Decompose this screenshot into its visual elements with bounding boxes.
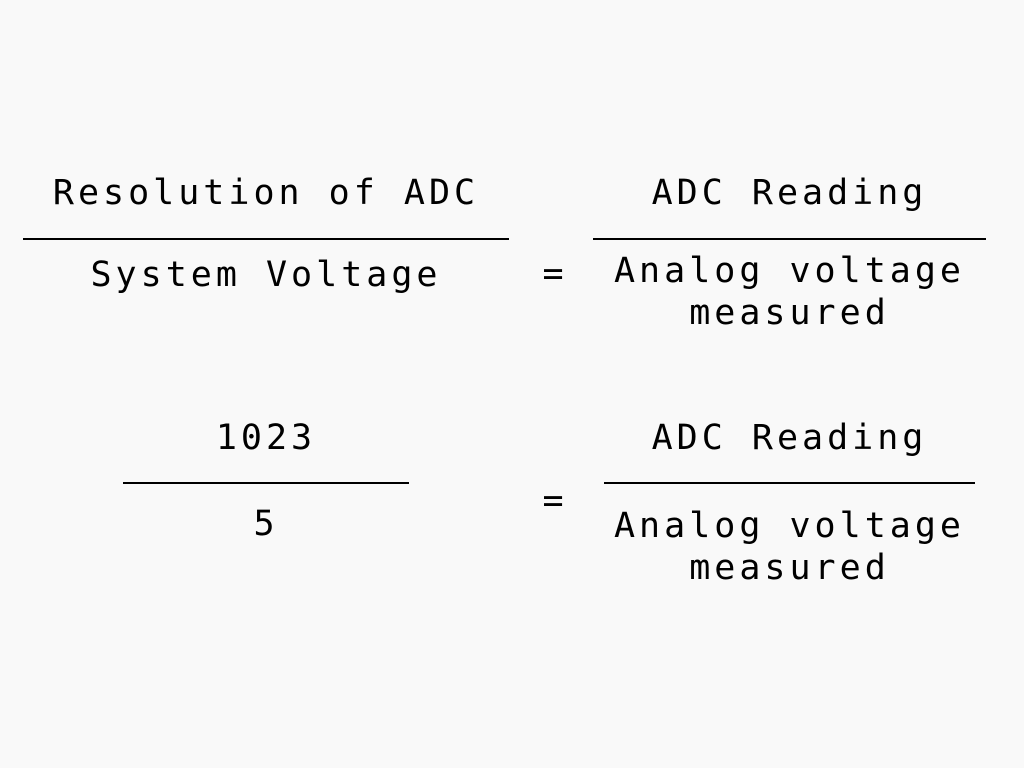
eq1-left-denominator: System Voltage [90, 255, 442, 295]
eq1-equals-sign: = [542, 254, 568, 294]
eq2-right-denominator-line2: measured [689, 548, 890, 588]
eq1-left-fraction-bar [23, 238, 509, 240]
eq2-right-numerator: ADC Reading [651, 418, 928, 458]
eq2-equals-sign: = [542, 481, 568, 521]
eq1-right-denominator-line2: measured [689, 293, 890, 333]
eq1-left-numerator: Resolution of ADC [52, 173, 480, 213]
eq1-right-numerator: ADC Reading [651, 173, 928, 213]
eq2-right-denominator-line1: Analog voltage [613, 506, 965, 546]
eq2-left-numerator: 1023 [215, 418, 317, 458]
eq1-right-fraction-bar [593, 238, 986, 240]
eq2-left-denominator: 5 [253, 504, 279, 544]
eq2-left-fraction-bar [123, 482, 409, 484]
eq2-right-fraction-bar [604, 482, 975, 484]
eq1-right-denominator-line1: Analog voltage [613, 251, 965, 291]
